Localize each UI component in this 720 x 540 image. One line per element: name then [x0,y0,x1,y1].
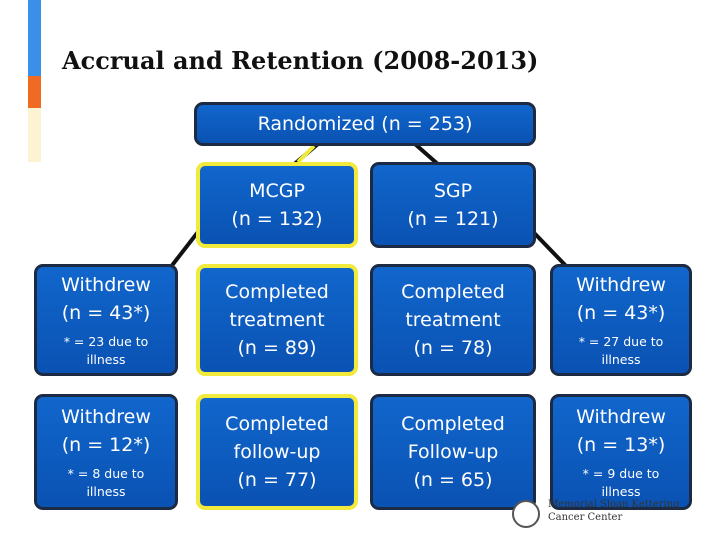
withdrew-note-line1: * = 23 due to [63,334,149,349]
completed-line1: Completed [401,413,505,435]
institution-logo: Memorial Sloan Kettering Cancer Center [512,499,680,532]
completed-treatment-sgp-box: Completed treatment (n = 78) [370,264,536,376]
accent-bar-cream [28,108,41,162]
completed-line1: Completed [225,413,329,435]
completed-followup-mcgp-box: Completed follow-up (n = 77) [196,394,358,510]
withdrew-note-line2: illness [86,352,126,367]
arm-box-mcgp: MCGP (n = 132) [196,162,358,248]
withdrew-note: * = 9 due to illness [583,465,660,501]
withdrew-followup-mcgp-box: Withdrew (n = 12*) * = 8 due to illness [34,394,178,510]
completed-count: (n = 78) [413,337,493,359]
slide-title: Accrual and Retention (2008-2013) [62,46,539,75]
accent-bar-blue [28,0,41,76]
randomized-label: Randomized (n = 253) [257,113,473,135]
completed-treatment-mcgp-box: Completed treatment (n = 89) [196,264,358,376]
completed-line2: Follow-up [407,441,499,463]
arm-name: MCGP [249,180,305,202]
withdrew-note-line2: illness [601,352,641,367]
withdrew-note: * = 27 due to illness [579,333,664,369]
completed-line2: treatment [229,309,325,331]
completed-line1: Completed [225,281,329,303]
randomized-box: Randomized (n = 253) [194,102,536,146]
withdrew-count: (n = 13*) [576,434,666,456]
withdrew-treatment-sgp-box: Withdrew (n = 43*) * = 27 due to illness [550,264,692,376]
withdrew-count: (n = 43*) [61,302,151,324]
withdrew-label: Withdrew [61,406,151,428]
withdrew-note-line2: illness [86,484,126,499]
completed-line1: Completed [401,281,505,303]
withdrew-note: * = 23 due to illness [64,333,149,369]
withdrew-count: (n = 43*) [576,302,666,324]
withdrew-note-line1: * = 27 due to [578,334,664,349]
connector-randomized-mcgp-highlight [296,144,316,164]
completed-line2: treatment [405,309,501,331]
withdrew-label: Withdrew [576,406,666,428]
withdrew-note: * = 8 due to illness [68,465,145,501]
completed-count: (n = 77) [237,469,317,491]
withdrew-label: Withdrew [61,274,151,296]
withdrew-note-line1: * = 8 due to [67,466,145,481]
withdrew-count: (n = 12*) [61,434,151,456]
logo-line1: Memorial Sloan Kettering [548,499,680,510]
completed-followup-sgp-box: Completed Follow-up (n = 65) [370,394,536,510]
withdrew-note-line2: illness [601,484,641,499]
withdrew-treatment-mcgp-box: Withdrew (n = 43*) * = 23 due to illness [34,264,178,376]
arm-box-sgp: SGP (n = 121) [370,162,536,248]
arm-name: SGP [433,180,473,202]
seal-icon [512,500,540,528]
completed-count: (n = 65) [413,469,493,491]
withdrew-note-line1: * = 9 due to [582,466,660,481]
logo-text: Memorial Sloan Kettering Cancer Center [548,498,680,524]
withdrew-label: Withdrew [576,274,666,296]
completed-count: (n = 89) [237,337,317,359]
completed-line2: follow-up [233,441,321,463]
withdrew-followup-sgp-box: Withdrew (n = 13*) * = 9 due to illness [550,394,692,510]
arm-count: (n = 132) [231,208,323,230]
logo-line2: Cancer Center [548,512,623,523]
accent-bar-orange [28,76,41,108]
arm-count: (n = 121) [407,208,499,230]
